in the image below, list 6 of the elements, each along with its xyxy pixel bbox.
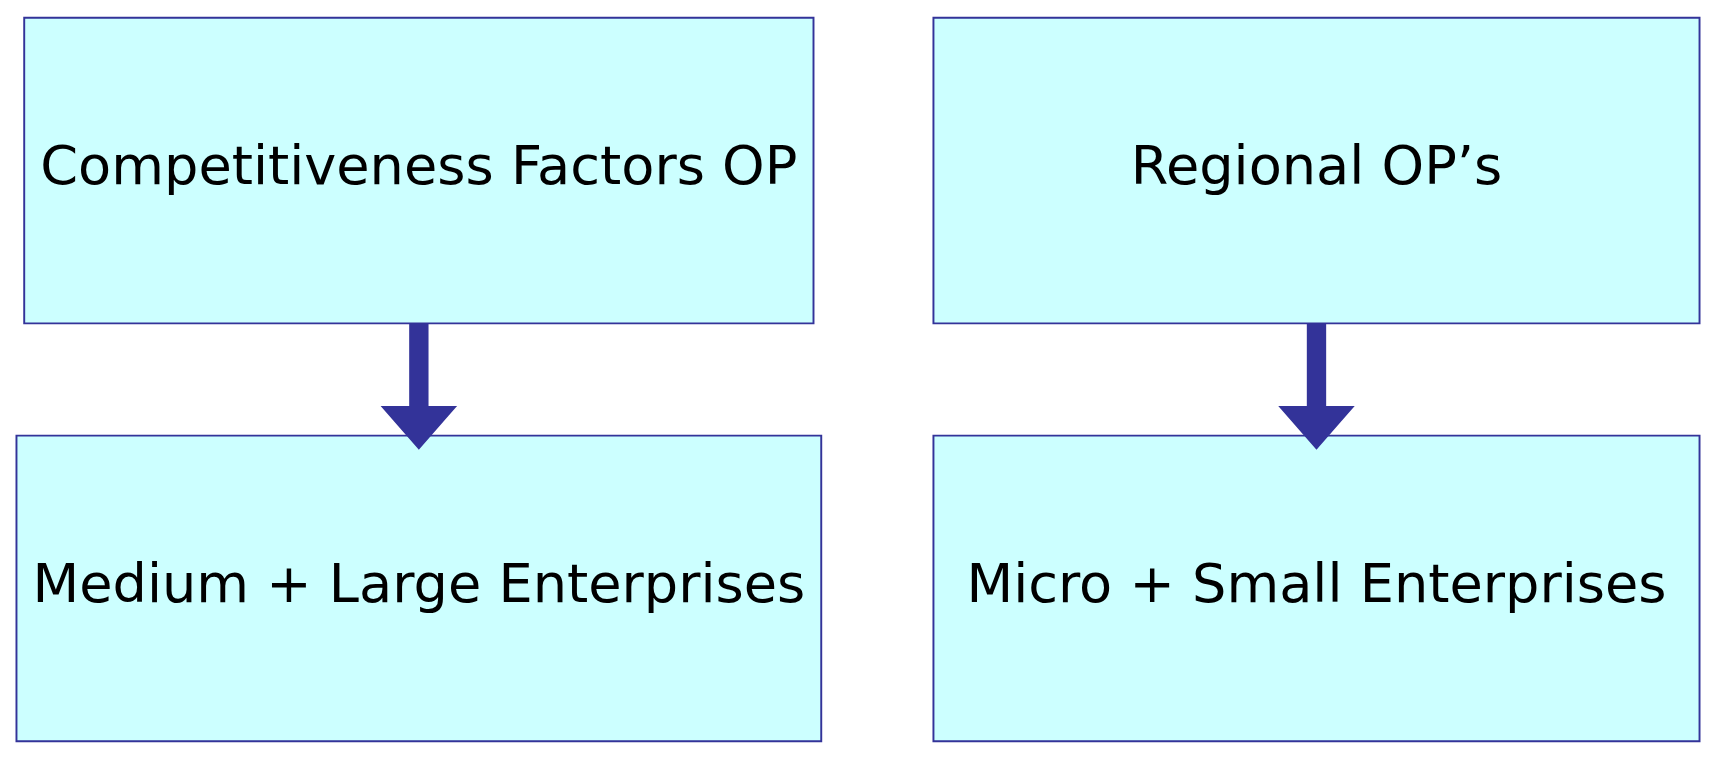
node-box: Micro + Small Enterprises xyxy=(932,434,1701,742)
node-box: Medium + Large Enterprises xyxy=(15,434,823,742)
node-box: Regional OP’s xyxy=(932,16,1701,324)
arrow xyxy=(380,323,458,450)
node-box: Competitiveness Factors OP xyxy=(23,16,815,324)
arrow xyxy=(1278,323,1355,450)
